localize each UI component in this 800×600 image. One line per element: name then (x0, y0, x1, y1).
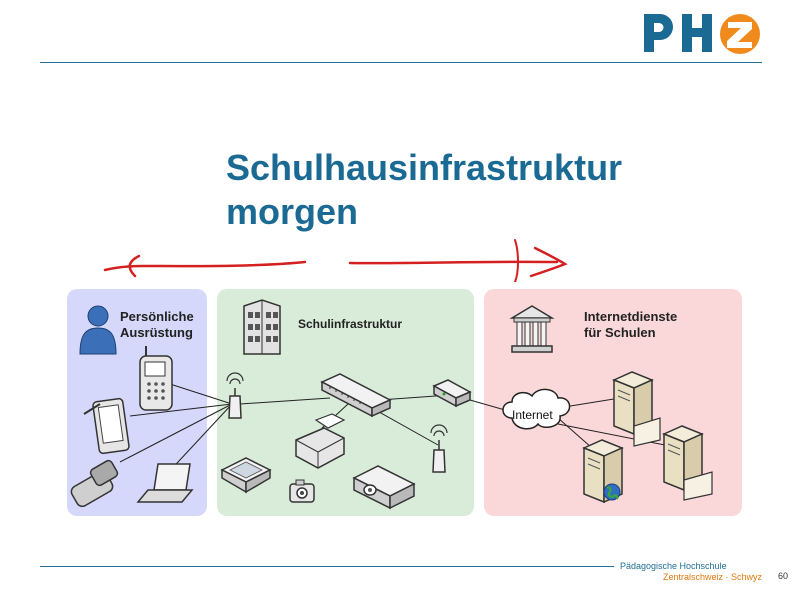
label-personal-line2: Ausrüstung (120, 325, 193, 340)
building-icon (243, 299, 281, 355)
label-school-infrastructure: Schulinfrastruktur (298, 317, 403, 331)
network-switch-icon (320, 373, 392, 418)
scanner-icon (220, 457, 272, 494)
laptop-icon (136, 463, 194, 503)
label-internet-services-line1: Internetdienste (584, 309, 678, 324)
wireless-access-point-icon (430, 424, 448, 473)
router-icon (432, 379, 472, 408)
internet-label: Internet (512, 408, 553, 422)
mobile-phone-icon (139, 346, 173, 411)
label-internet-services-line2: für Schulen (584, 325, 656, 340)
phz-logo (644, 14, 760, 54)
footer-rule (40, 566, 614, 567)
pda-icon (83, 397, 130, 455)
title-line-1: Schulhausinfrastruktur (226, 147, 623, 188)
footer-sub: Zentralschweiz · Schwyz (663, 572, 763, 582)
page-number: 60 (778, 571, 789, 581)
server-icon (612, 371, 661, 447)
footer-institution: Pädagogische Hochschule (620, 561, 727, 571)
person-icon (79, 305, 117, 355)
printer-icon (295, 413, 346, 469)
projector-icon (352, 465, 416, 510)
label-internet-services: Internetdienste für Schulen (584, 309, 677, 341)
server-icon (662, 425, 713, 501)
globe-icon (603, 483, 621, 501)
handwritten-double-arrow (103, 239, 568, 282)
label-personal-equipment: Persönliche Ausrüstung (120, 309, 194, 341)
wireless-access-point-icon (226, 372, 244, 419)
header-rule (40, 62, 762, 63)
label-personal-line1: Persönliche (120, 309, 194, 324)
server-icon (582, 439, 624, 504)
internet-cloud (502, 388, 571, 430)
flip-phone-icon (70, 459, 119, 508)
slide-title: Schulhausinfrastruktur morgen (226, 146, 726, 234)
camera-icon (289, 479, 315, 503)
title-line-2: morgen (226, 191, 359, 232)
bank-building-icon (509, 305, 555, 353)
